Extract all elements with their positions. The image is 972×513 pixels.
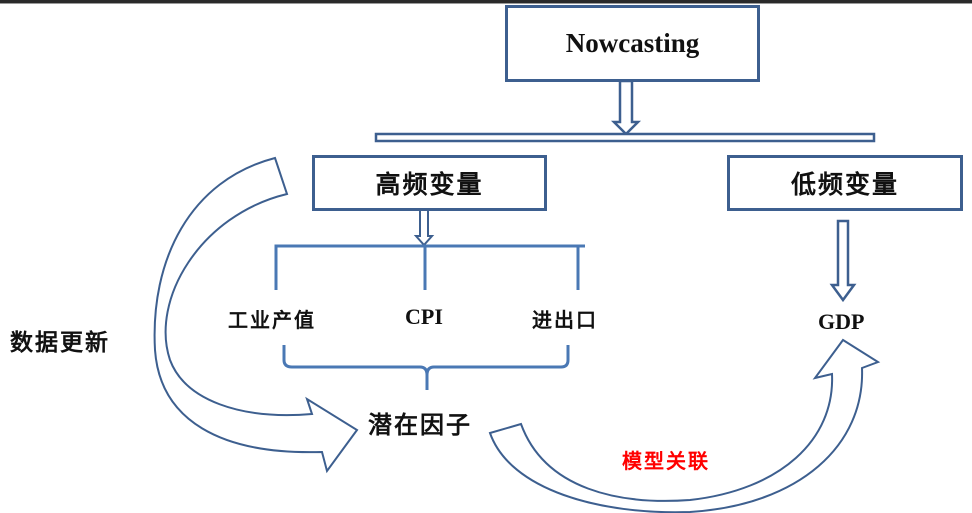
node-root-label: Nowcasting [565, 28, 700, 58]
node-industrial-output: 工业产值 [228, 308, 316, 332]
node-high-freq-label: 高频变量 [375, 170, 484, 199]
node-gdp: GDP [818, 309, 865, 334]
model-link-curved-arrow [488, 338, 881, 513]
node-cpi: CPI [405, 304, 443, 329]
annotation-model-link: 模型关联 [622, 449, 710, 473]
node-low-freq-label: 低频变量 [790, 170, 899, 199]
annotation-data-update: 数据更新 [10, 329, 110, 356]
root-down-arrow [610, 79, 642, 136]
node-low-freq: 低频变量 [727, 155, 963, 211]
top-border [0, 0, 972, 4]
split-bar [374, 132, 876, 143]
low-freq-down-arrow [829, 219, 857, 303]
data-update-curved-arrow [153, 156, 359, 474]
node-high-freq: 高频变量 [312, 155, 547, 211]
node-latent-factor: 潜在因子 [368, 410, 472, 439]
bottom-brace [282, 345, 570, 390]
high-freq-down-arrow [413, 209, 435, 247]
top-bracket [274, 244, 585, 290]
node-root: Nowcasting [505, 5, 760, 82]
node-import-export: 进出口 [532, 308, 598, 332]
